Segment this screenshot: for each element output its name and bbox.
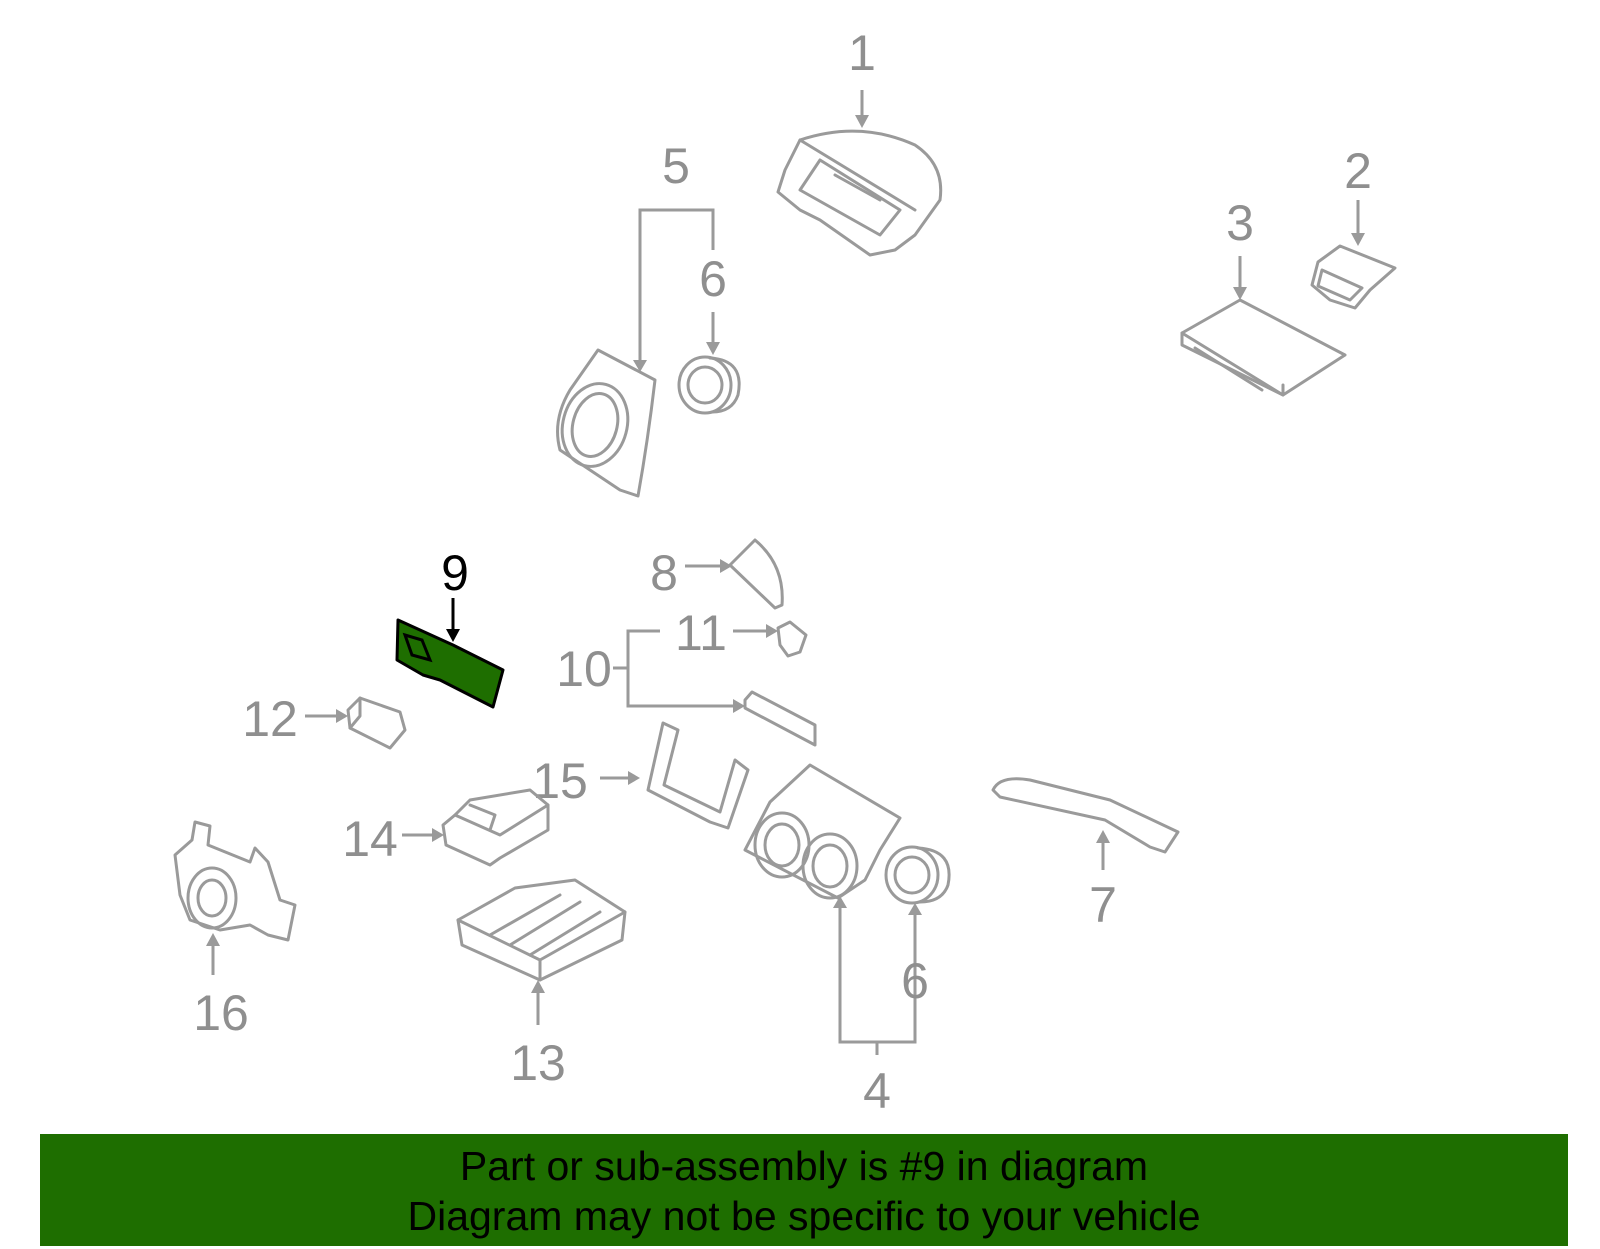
callout-5: 5 — [662, 138, 690, 194]
part-12-vent[interactable] — [346, 696, 407, 750]
callout-8: 8 — [650, 545, 678, 601]
part-10-trim-strip[interactable] — [743, 690, 817, 747]
info-banner: Part or sub-assembly is #9 in diagram Di… — [40, 1134, 1568, 1246]
callout-13: 13 — [510, 1035, 566, 1091]
part-6-round-vent-upper[interactable] — [677, 355, 741, 415]
part-7-long-trim[interactable] — [991, 777, 1180, 854]
part-11-clip[interactable] — [776, 620, 808, 658]
banner-line-1: Part or sub-assembly is #9 in diagram — [459, 1143, 1149, 1189]
callout-12: 12 — [242, 691, 298, 747]
part-6-round-vent-lower[interactable] — [884, 845, 951, 905]
callout-4: 4 — [863, 1063, 891, 1119]
banner-line-2: Diagram may not be specific to your vehi… — [407, 1193, 1201, 1239]
part-1-center-vent[interactable] — [776, 129, 943, 257]
callout-14: 14 — [342, 811, 398, 867]
part-16-speaker-bracket[interactable] — [173, 820, 297, 942]
part-13-filter[interactable] — [456, 878, 627, 982]
callout-6-lower: 6 — [901, 953, 929, 1009]
part-15-bracket[interactable] — [646, 721, 750, 830]
info-banner-bg — [40, 1134, 1568, 1246]
callout-3: 3 — [1226, 195, 1254, 251]
callout-16: 16 — [193, 985, 249, 1041]
callout-6-upper: 6 — [699, 251, 727, 307]
part-4-dual-vent-panel[interactable] — [743, 763, 902, 900]
part-8-trim[interactable] — [728, 538, 784, 610]
callout-7: 7 — [1089, 877, 1117, 933]
callout-1: 1 — [848, 25, 876, 81]
part-2-side-vent[interactable] — [1310, 244, 1397, 310]
part-9-highlighted[interactable] — [395, 618, 505, 709]
callout-9: 9 — [441, 545, 469, 601]
callout-11: 11 — [675, 605, 727, 661]
part-3-panel[interactable] — [1180, 298, 1347, 397]
part-5-speaker-bezel[interactable] — [553, 348, 657, 498]
part-14-vent-housing[interactable] — [441, 788, 550, 867]
callout-10: 10 — [556, 641, 612, 697]
callout-2: 2 — [1344, 143, 1372, 199]
